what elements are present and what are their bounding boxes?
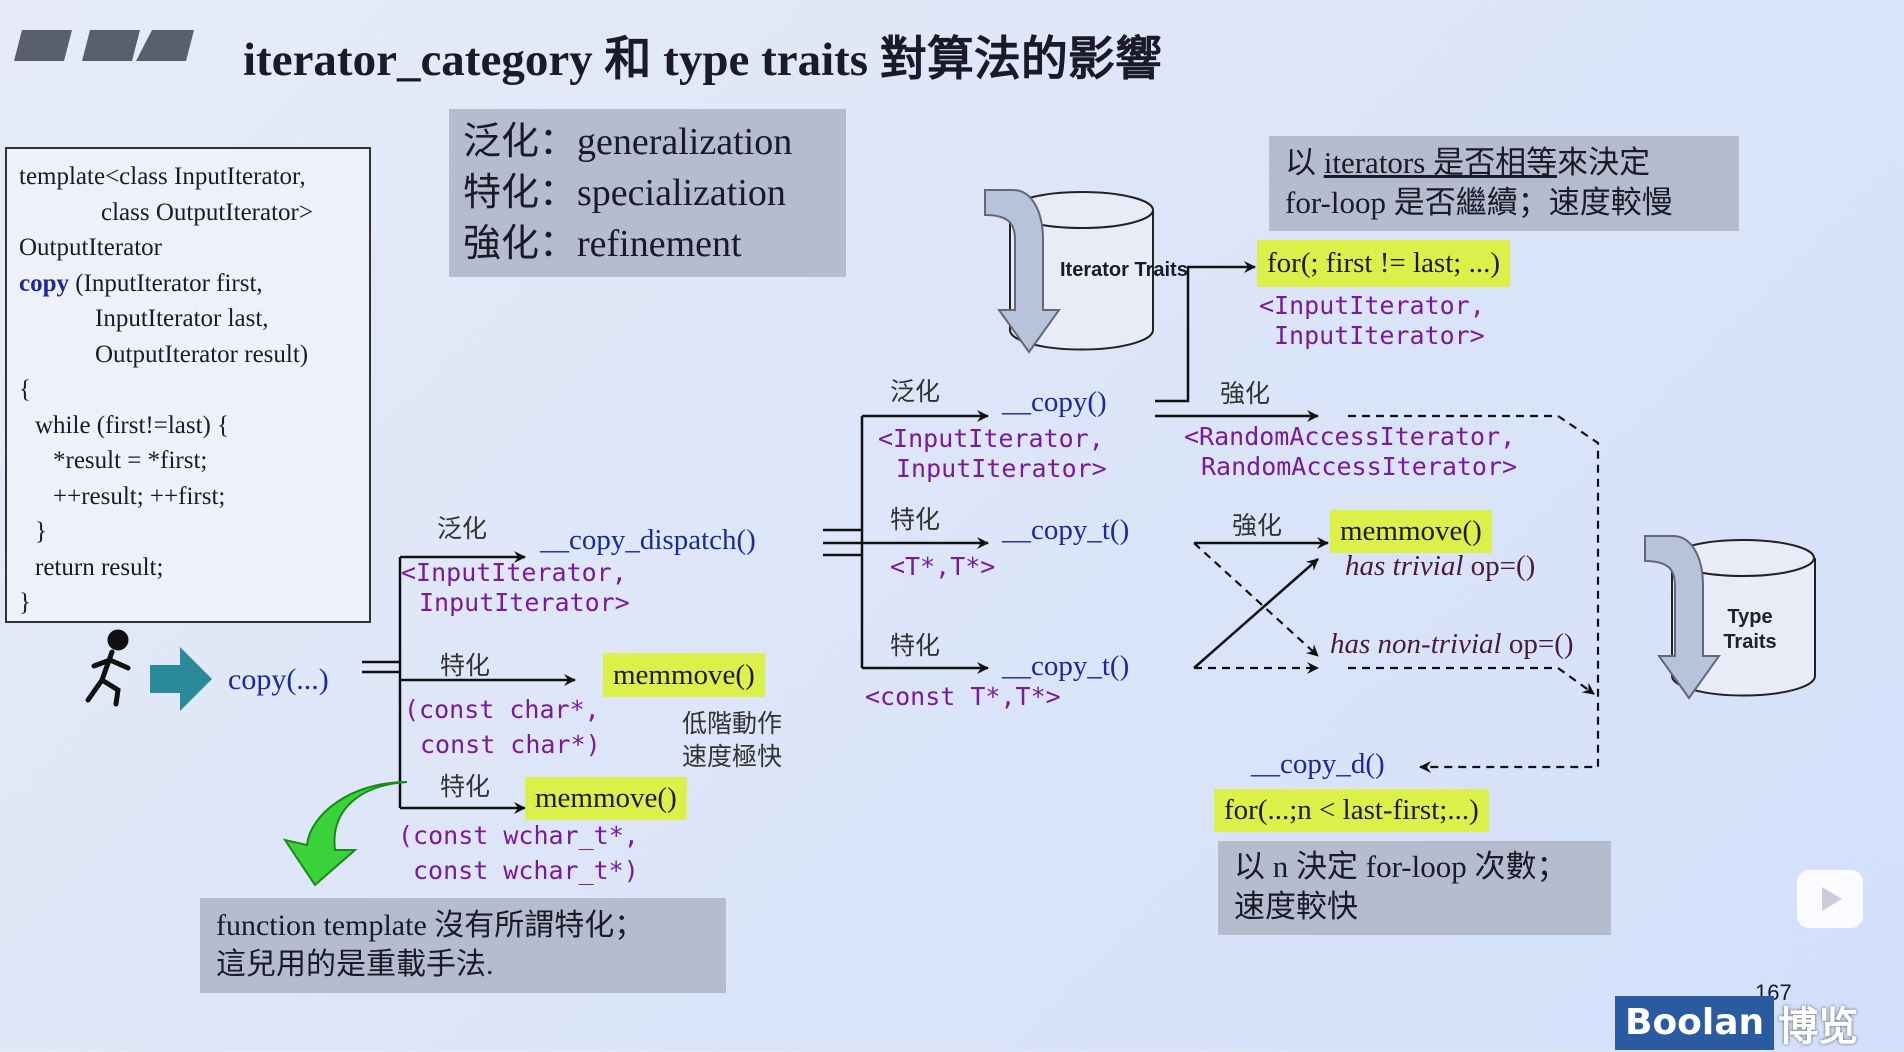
params: <InputIterator,InputIterator>: [1259, 291, 1485, 351]
code-line: InputIterator last,: [95, 305, 269, 332]
low-level-note: 低階動作速度極快: [682, 707, 782, 773]
note-text: 以 n 決定 for-loop 次數；: [1234, 849, 1568, 884]
brand-zh: 博览: [1778, 1004, 1859, 1049]
param-line: InputIterator>: [419, 588, 630, 617]
param-line: <RandomAccessIterator,: [1184, 422, 1516, 451]
param-line: RandomAccessIterator>: [1201, 452, 1518, 481]
note-text: 速度極快: [682, 742, 783, 771]
param-line: <InputIterator,: [401, 558, 627, 587]
page-title: iterator_category 和 type traits 對算法的影響: [243, 34, 1162, 86]
iterator-traits-cylinder-icon: [984, 189, 1154, 354]
params: <InputIterator,InputIterator>: [878, 424, 1107, 484]
code-line: return result;: [35, 553, 164, 581]
label-refine: 強化: [1220, 379, 1271, 408]
param-line: const char*): [420, 730, 601, 759]
code-line: OutputIterator result): [95, 340, 309, 368]
code-line: OutputIterator: [19, 234, 163, 261]
label-refine: 強化: [1232, 511, 1283, 540]
param-line: (const wchar_t*,: [398, 821, 639, 850]
note-text: 這兒用的是重載手法.: [216, 948, 494, 981]
params: <RandomAccessIterator,RandomAccessIterat…: [1184, 422, 1517, 482]
params: <T*,T*>: [890, 552, 996, 581]
params: (const char*, const char*): [404, 692, 601, 762]
param-line: <InputIterator,: [1259, 291, 1485, 320]
params: <const T*,T*>: [865, 682, 1061, 711]
note-text: 以: [1285, 145, 1324, 180]
text: has non-trivial: [1330, 628, 1502, 660]
label-specialize: 特化: [890, 505, 941, 534]
label-specialize: 特化: [440, 651, 491, 680]
label-generalize: 泛化: [437, 514, 488, 543]
param-line: const wchar_t*): [413, 856, 639, 885]
code-text: (InputIterator first,: [75, 269, 263, 297]
has-nontrivial-label: has non-trivial op=(): [1330, 628, 1574, 661]
code-line: while (first!=last) {: [35, 411, 230, 439]
brand-logo: Boolan 博览: [1615, 996, 1858, 1050]
legend-box: 泛化：generalization 特化：specialization 強化：r…: [449, 109, 846, 277]
legend-line: 泛化：generalization: [463, 121, 793, 163]
code-line: *result = *first;: [53, 447, 208, 474]
brand-en: Boolan: [1615, 996, 1775, 1050]
running-man-icon: [85, 629, 131, 707]
note-text: for-loop 是否繼續；速度較慢: [1285, 185, 1673, 220]
copy-dispatch-function: __copy_dispatch(): [540, 524, 756, 556]
note-text: 速度較快: [1234, 889, 1358, 924]
param-line: <InputIterator,: [878, 424, 1104, 453]
param-line: InputIterator>: [1274, 321, 1485, 350]
has-trivial-label: has trivial op=(): [1345, 550, 1535, 583]
memmove-function: memmove(): [603, 653, 765, 697]
param-line: InputIterator>: [896, 454, 1107, 483]
copy-keyword: copy: [19, 269, 69, 297]
text: op=(): [1501, 628, 1574, 660]
note-fast: 以 n 決定 for-loop 次數； 速度較快: [1218, 841, 1611, 935]
code-line: class OutputIterator>: [101, 198, 313, 226]
params: <InputIterator,InputIterator>: [401, 558, 630, 618]
video-play-icon[interactable]: [1797, 870, 1863, 928]
note-overload: function template 沒有所謂特化； 這兒用的是重載手法.: [200, 898, 726, 993]
note-text: 低階動作: [682, 709, 783, 738]
code-line: }: [19, 589, 31, 616]
code-line: copy (InputIterator first,: [19, 266, 369, 302]
code-box: template<class InputIterator, class Outp…: [5, 147, 371, 623]
params: (const wchar_t*,const wchar_t*): [398, 818, 639, 888]
memmove-function: memmove(): [1330, 510, 1492, 553]
copy-function: __copy(): [1002, 386, 1107, 418]
note-text: function template 沒有所謂特化；: [216, 909, 645, 942]
title-bars-icon: [14, 30, 194, 61]
arrow-right-icon: [150, 647, 212, 711]
text: op=(): [1463, 550, 1536, 582]
for-n-loop: for(...;n < last-first;...): [1214, 789, 1489, 832]
type-traits-label: Type Traits: [1723, 606, 1777, 653]
code-line: {: [19, 376, 31, 403]
green-curved-arrow-icon: [282, 781, 408, 887]
label-specialize: 特化: [890, 631, 941, 660]
label-specialize: 特化: [440, 772, 491, 801]
for-neq-loop: for(; first != last; ...): [1257, 240, 1510, 287]
text: has trivial: [1345, 550, 1464, 582]
type-traits-cylinder-icon: [1644, 535, 1816, 700]
note-text: iterators 是否相等: [1323, 145, 1558, 180]
code-line: ++result; ++first;: [53, 482, 226, 510]
copy-call: copy(...): [228, 663, 329, 696]
legend-line: 強化：refinement: [463, 223, 742, 265]
copy-t-function: __copy_t(): [1002, 514, 1130, 546]
note-slow: 以 iterators 是否相等來決定 for-loop 是否繼續；速度較慢: [1269, 136, 1739, 231]
iterator-traits-label: Iterator Traits: [1060, 259, 1188, 281]
note-text: 來決定: [1557, 145, 1651, 180]
code-line: template<class InputIterator,: [19, 163, 306, 190]
param-line: (const char*,: [404, 695, 600, 724]
copy-d-function: __copy_d(): [1251, 748, 1385, 780]
code-line: }: [35, 518, 47, 545]
legend-line: 特化：specialization: [463, 172, 786, 214]
label-generalize: 泛化: [890, 377, 941, 406]
memmove-function: memmove(): [525, 777, 687, 820]
copy-t-function: __copy_t(): [1002, 650, 1130, 682]
